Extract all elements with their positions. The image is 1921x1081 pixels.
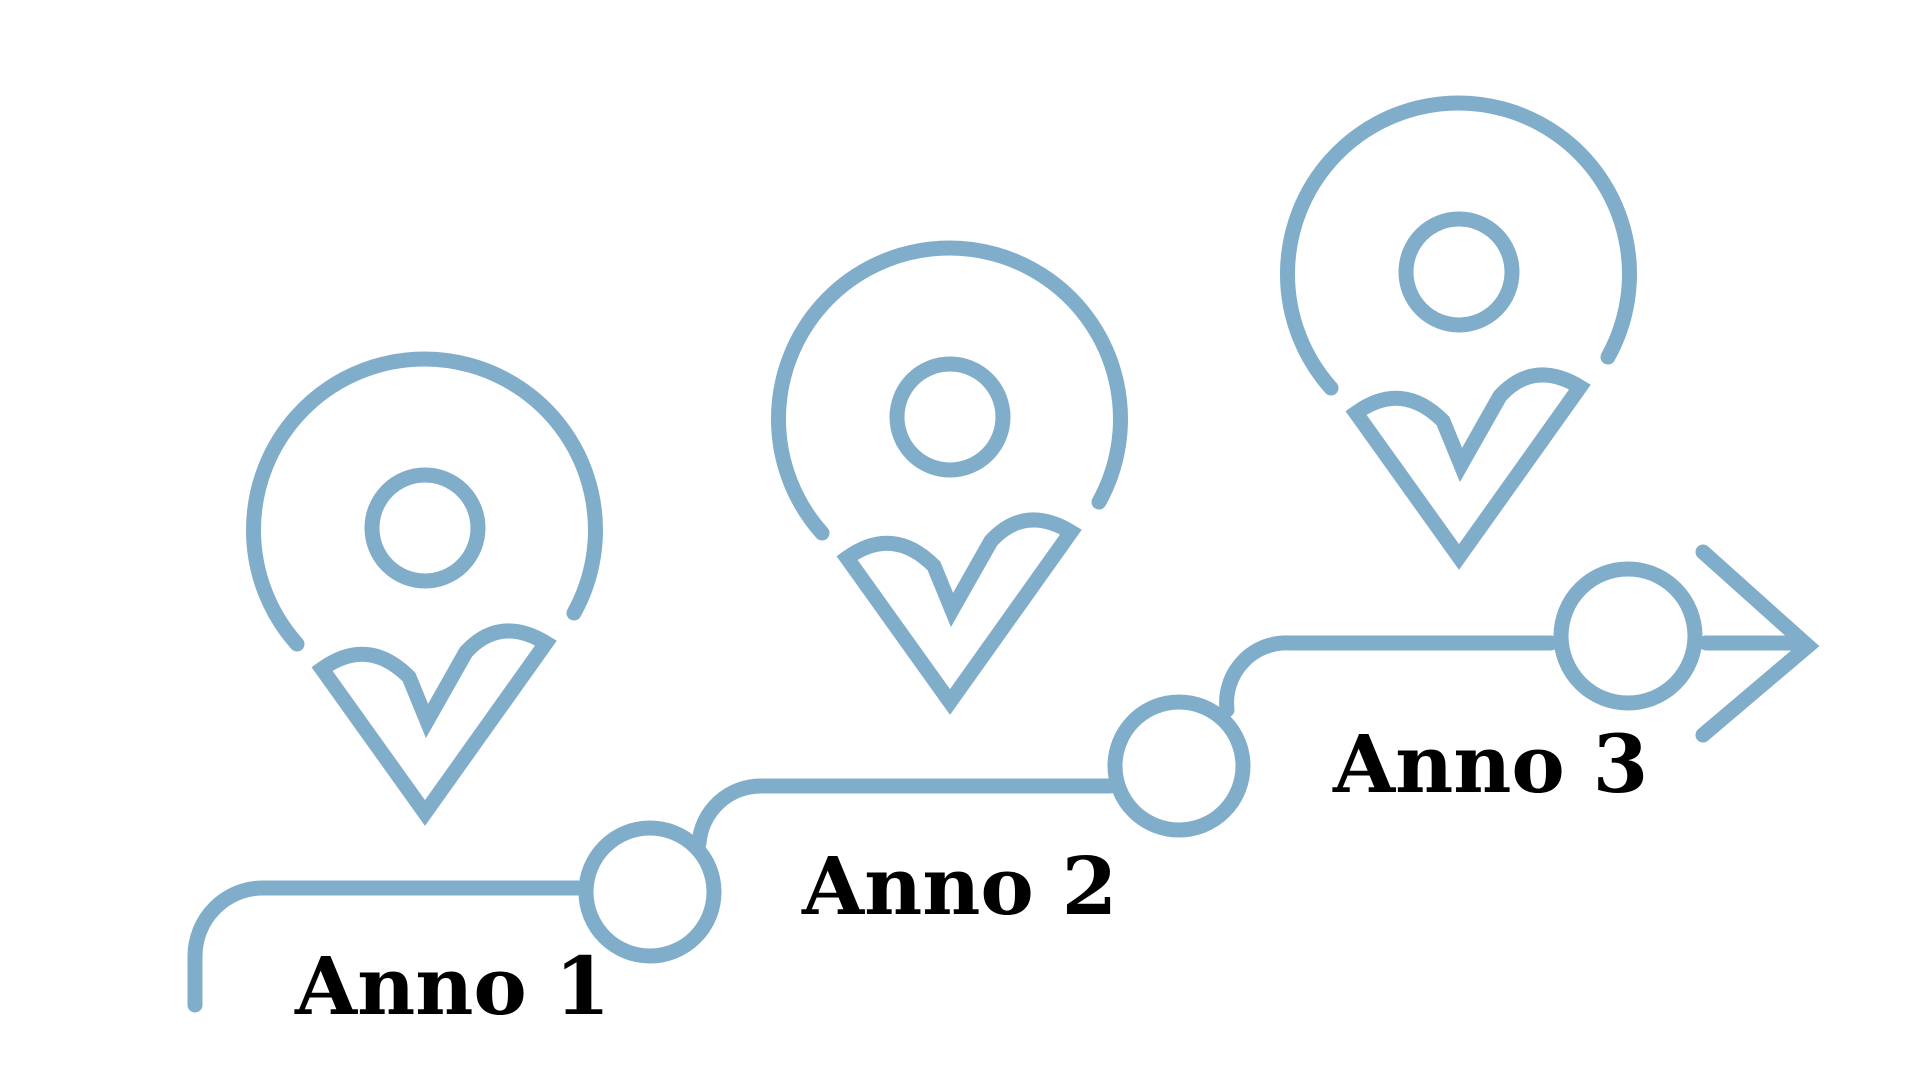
location-pin-icon-1 <box>246 351 603 826</box>
arrow-right-icon <box>1695 544 1820 743</box>
pin-ring <box>771 240 1128 541</box>
timeline-path <box>187 635 1802 1013</box>
pin-ring <box>1280 95 1637 396</box>
location-pin-icon-2 <box>771 240 1128 715</box>
pin-check-tip <box>311 623 557 826</box>
pin-center-dot <box>889 356 1011 478</box>
pin-center-dot <box>1398 211 1520 333</box>
timeline-node-3 <box>1553 561 1703 711</box>
location-pin-icon-3 <box>1280 95 1637 570</box>
milestone-label-2: Anno 2 <box>801 839 1117 933</box>
pin-check-tip <box>836 512 1082 715</box>
timeline-segment-1 <box>187 880 586 1013</box>
milestone-label-1: Anno 1 <box>294 939 610 1033</box>
pin-check-tip <box>1345 367 1591 570</box>
timeline-node-1 <box>578 820 722 964</box>
pin-center-dot <box>364 467 486 589</box>
timeline-node-2 <box>1107 694 1251 838</box>
timeline-nodes <box>578 561 1703 964</box>
timeline-segment-3 <box>1219 635 1559 718</box>
pin-ring <box>246 351 603 652</box>
milestone-label-3: Anno 3 <box>1332 717 1648 811</box>
timeline-segment-2 <box>691 778 1118 851</box>
